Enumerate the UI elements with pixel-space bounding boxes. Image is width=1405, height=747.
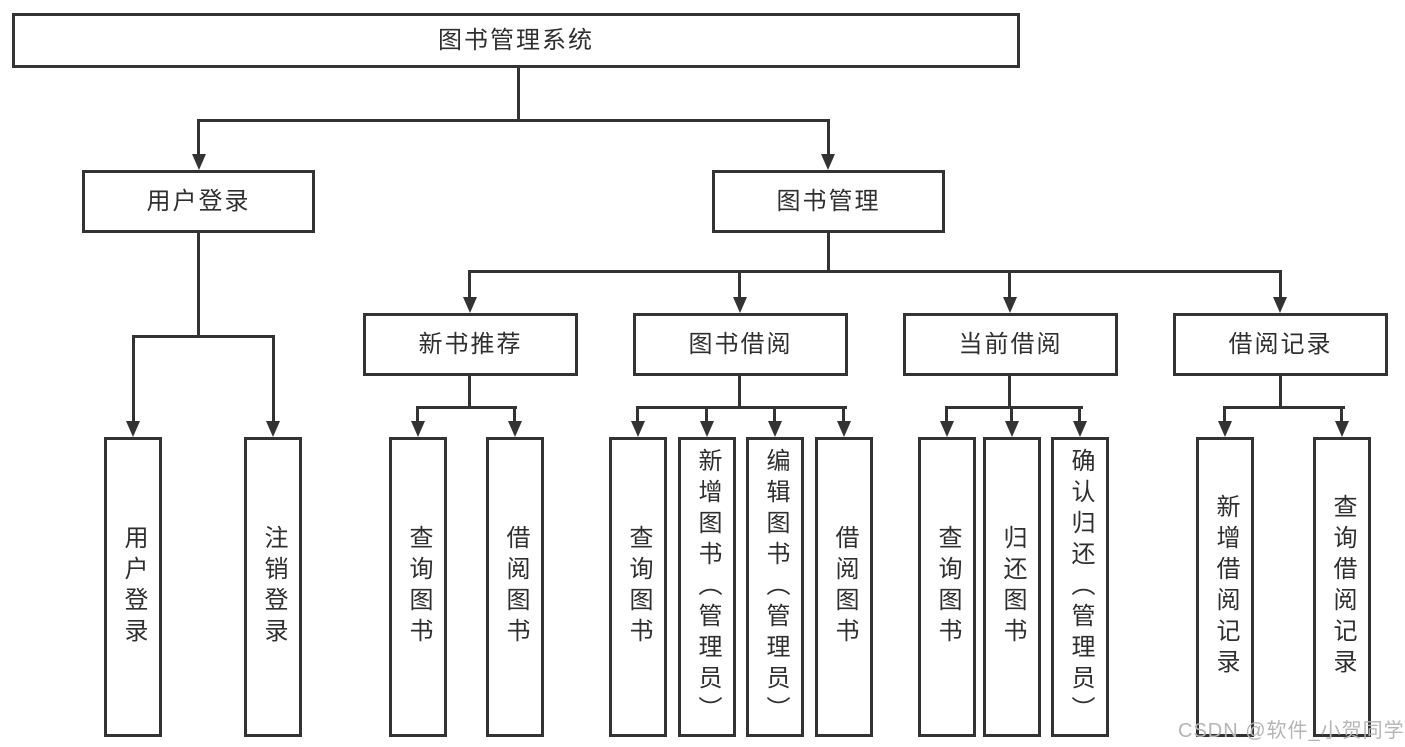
arrow-down-icon xyxy=(1073,421,1087,437)
connector-line xyxy=(945,406,948,423)
connector-line xyxy=(416,406,517,409)
node-label: 图书借阅 xyxy=(688,330,793,358)
arrow-down-icon xyxy=(126,421,140,437)
connector-line xyxy=(468,376,471,409)
node-current-borrow: 当前借阅 xyxy=(903,313,1118,376)
node-new-book-recommend: 新书推荐 xyxy=(363,313,578,376)
arrow-down-icon xyxy=(1218,421,1232,437)
arrow-down-icon xyxy=(700,421,714,437)
node-label: 确认归还（管理员） xyxy=(1067,447,1094,727)
connector-line xyxy=(1279,376,1282,409)
node-book-management: 图书管理 xyxy=(712,170,945,233)
arrow-down-icon xyxy=(837,421,851,437)
node-label: 查询图书 xyxy=(405,525,432,649)
arrow-down-icon xyxy=(192,154,206,170)
connector-line xyxy=(1223,406,1345,409)
node-label: 编辑图书（管理员） xyxy=(762,447,789,727)
connector-line xyxy=(272,335,275,423)
connector-line xyxy=(842,406,845,423)
connector-line xyxy=(197,119,830,122)
connector-line xyxy=(827,119,830,156)
leaf-current-return-books: 归还图书 xyxy=(983,437,1041,737)
node-label: 借阅记录 xyxy=(1228,330,1333,358)
leaf-borrow-edit-books-admin: 编辑图书（管理员） xyxy=(746,437,804,737)
connector-line xyxy=(132,335,135,423)
node-label: 查询图书 xyxy=(934,525,961,649)
connector-line xyxy=(636,406,847,409)
connector-line xyxy=(1340,406,1343,423)
leaf-logout: 注销登录 xyxy=(244,437,302,737)
node-label: 查询借阅记录 xyxy=(1329,494,1356,680)
node-user-login: 用户登录 xyxy=(82,170,315,233)
connector-line xyxy=(738,270,741,299)
connector-line xyxy=(705,406,708,423)
leaf-records-query-record: 查询借阅记录 xyxy=(1313,437,1371,737)
connector-line xyxy=(1010,406,1013,423)
connector-line xyxy=(517,68,520,122)
node-label: 图书管理系统 xyxy=(438,26,594,54)
leaf-borrow-borrow-books: 借阅图书 xyxy=(815,437,873,737)
leaf-user-login: 用户登录 xyxy=(104,437,162,737)
node-label: 查询图书 xyxy=(625,525,652,649)
connector-line xyxy=(1279,270,1282,299)
connector-line xyxy=(468,270,471,299)
csdn-watermark: CSDN @软件_小贺同学 xyxy=(1178,720,1405,742)
leaf-records-add-record: 新增借阅记录 xyxy=(1196,437,1254,737)
leaf-recommend-query-books: 查询图书 xyxy=(389,437,447,737)
connector-line xyxy=(1008,376,1011,409)
connector-line xyxy=(945,406,1083,409)
node-label: 借阅图书 xyxy=(502,525,529,649)
node-label: 借阅图书 xyxy=(831,525,858,649)
arrow-down-icon xyxy=(463,297,477,313)
leaf-current-confirm-return-admin: 确认归还（管理员） xyxy=(1051,437,1109,737)
connector-line xyxy=(197,233,200,338)
connector-line xyxy=(132,335,275,338)
leaf-recommend-borrow-books: 借阅图书 xyxy=(486,437,544,737)
arrow-down-icon xyxy=(1005,421,1019,437)
arrow-down-icon xyxy=(411,421,425,437)
node-label: 用户登录 xyxy=(146,187,251,215)
connector-line xyxy=(1008,270,1011,299)
arrow-down-icon xyxy=(266,421,280,437)
arrow-down-icon xyxy=(1273,297,1287,313)
connector-line xyxy=(416,406,419,423)
arrow-down-icon xyxy=(631,421,645,437)
node-label: 图书管理 xyxy=(776,187,881,215)
node-library-management-system: 图书管理系统 xyxy=(12,13,1020,68)
arrow-down-icon xyxy=(508,421,522,437)
connector-line xyxy=(1078,406,1081,423)
connector-line xyxy=(513,406,516,423)
arrow-down-icon xyxy=(733,297,747,313)
arrow-down-icon xyxy=(821,154,835,170)
node-label: 新书推荐 xyxy=(418,330,523,358)
node-book-borrow: 图书借阅 xyxy=(633,313,848,376)
connector-line xyxy=(636,406,639,423)
leaf-borrow-query-books: 查询图书 xyxy=(609,437,667,737)
connector-line xyxy=(468,270,1282,273)
connector-line xyxy=(197,119,200,156)
node-label: 当前借阅 xyxy=(958,330,1063,358)
node-label: 用户登录 xyxy=(120,525,147,649)
connector-line xyxy=(827,233,830,273)
connector-line xyxy=(738,376,741,409)
arrow-down-icon xyxy=(940,421,954,437)
node-borrow-records: 借阅记录 xyxy=(1173,313,1388,376)
arrow-down-icon xyxy=(768,421,782,437)
node-label: 注销登录 xyxy=(260,525,287,649)
leaf-borrow-add-books-admin: 新增图书（管理员） xyxy=(678,437,736,737)
arrow-down-icon xyxy=(1335,421,1349,437)
node-label: 新增借阅记录 xyxy=(1212,494,1239,680)
connector-line xyxy=(1223,406,1226,423)
arrow-down-icon xyxy=(1003,297,1017,313)
node-label: 归还图书 xyxy=(999,525,1026,649)
connector-line xyxy=(773,406,776,423)
leaf-current-query-books: 查询图书 xyxy=(918,437,976,737)
node-label: 新增图书（管理员） xyxy=(694,447,721,727)
